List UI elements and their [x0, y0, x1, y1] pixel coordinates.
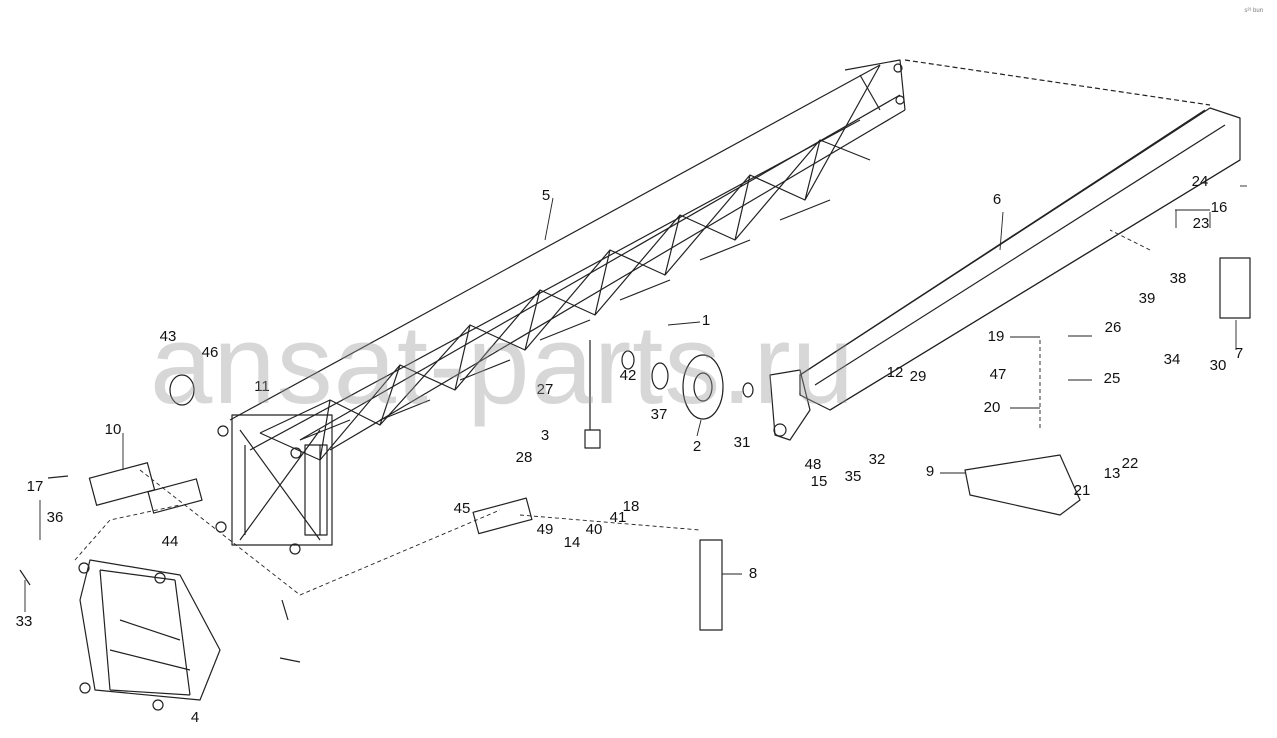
callout-24: 24: [1192, 173, 1209, 190]
callout-11: 11: [254, 378, 270, 395]
callout-46: 46: [202, 344, 219, 361]
corner-mark: s²³ bun: [1244, 8, 1263, 14]
callout-7: 7: [1235, 345, 1243, 362]
callout-27: 27: [537, 381, 554, 398]
callout-30: 30: [1210, 357, 1227, 374]
callout-49: 49: [537, 521, 554, 538]
callout-45: 45: [454, 500, 471, 517]
callout-47: 47: [990, 366, 1007, 383]
callout-14: 14: [564, 534, 581, 551]
callout-6: 6: [993, 191, 1001, 208]
callout-22: 22: [1122, 455, 1139, 472]
callout-18: 18: [623, 498, 640, 515]
callout-9: 9: [926, 463, 934, 480]
callout-29: 29: [910, 368, 927, 385]
callout-43: 43: [160, 328, 177, 345]
callout-17: 17: [27, 478, 44, 495]
callout-3: 3: [541, 427, 549, 444]
small-parts: [19, 257, 1251, 663]
callout-15: 15: [811, 473, 828, 490]
callout-41: 41: [610, 509, 627, 526]
callout-26: 26: [1105, 319, 1122, 336]
callout-21: 21: [1074, 482, 1091, 499]
callout-25: 25: [1104, 370, 1121, 387]
callout-31: 31: [734, 434, 751, 451]
callout-42: 42: [620, 367, 637, 384]
callout-1: 1: [702, 312, 710, 329]
callout-44: 44: [162, 533, 179, 550]
callout-13: 13: [1104, 465, 1121, 482]
callout-28: 28: [516, 449, 533, 466]
callout-39: 39: [1139, 290, 1156, 307]
callout-48: 48: [805, 456, 822, 473]
callout-32: 32: [869, 451, 886, 468]
callout-40: 40: [586, 521, 603, 538]
lattice-boom-section: [215, 59, 906, 555]
callout-16: 16: [1211, 199, 1228, 216]
callout-33: 33: [16, 613, 33, 630]
callout-20: 20: [984, 399, 1001, 416]
callout-38: 38: [1170, 270, 1187, 287]
callout-2: 2: [693, 438, 701, 455]
callout-10: 10: [105, 421, 122, 438]
box-boom-section: [769, 59, 1241, 441]
callout-37: 37: [651, 406, 668, 423]
callout-36: 36: [47, 509, 64, 526]
callout-5: 5: [542, 187, 550, 204]
callout-23: 23: [1193, 215, 1210, 232]
callout-4: 4: [191, 709, 199, 726]
callout-34: 34: [1164, 351, 1181, 368]
leader-lines: [24, 185, 1247, 612]
callout-19: 19: [988, 328, 1005, 345]
callout-8: 8: [749, 565, 757, 582]
callout-35: 35: [845, 468, 862, 485]
base-section: [78, 559, 221, 711]
callout-12: 12: [887, 364, 904, 381]
assembly-lines: [74, 229, 1151, 596]
